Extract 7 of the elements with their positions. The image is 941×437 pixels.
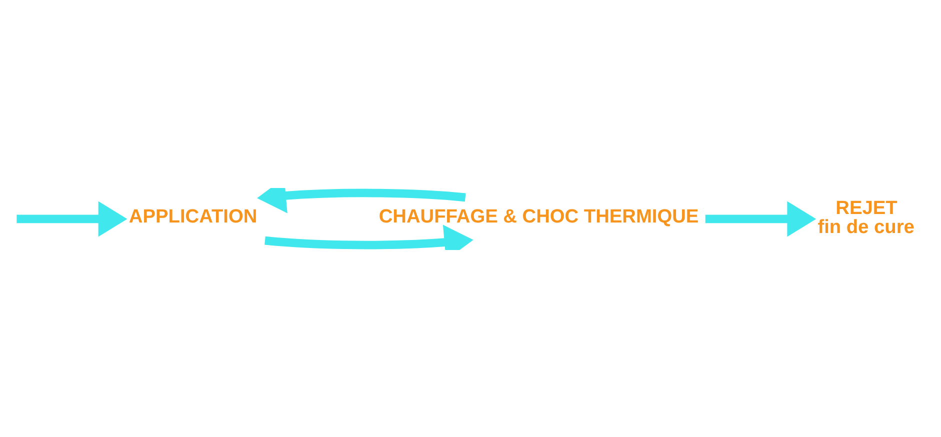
node-text: CHAUFFAGE & CHOC THERMIQUE bbox=[378, 206, 699, 227]
arrow bbox=[257, 188, 466, 213]
arrow bbox=[264, 224, 474, 250]
arrow bbox=[705, 200, 816, 236]
node-text: APPLICATION bbox=[128, 206, 258, 227]
node-text: REJET fin de cure bbox=[818, 197, 914, 238]
arrow bbox=[16, 200, 128, 236]
